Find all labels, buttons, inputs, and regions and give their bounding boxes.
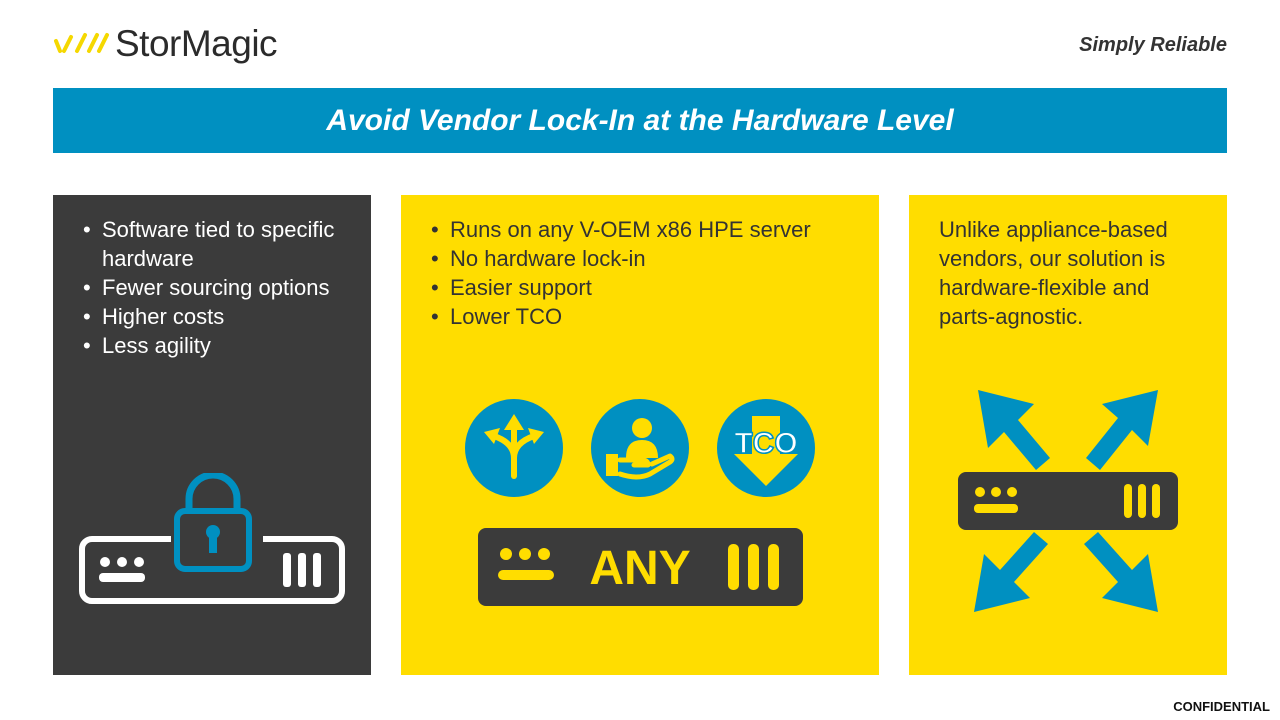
middle-panel: Runs on any V-OEM x86 HPE server No hard…: [401, 195, 879, 675]
tagline: Simply Reliable: [1079, 34, 1227, 56]
branching-arrows-icon: [465, 399, 563, 497]
right-panel: Unlike appliance-based vendors, our solu…: [909, 195, 1227, 675]
support-hand-icon: [591, 399, 689, 497]
locked-server-icon: [79, 473, 345, 604]
brand-logo: StorMagic: [53, 22, 278, 66]
tco-label: TCO: [734, 427, 797, 460]
title-bar: Avoid Vendor Lock-In at the Hardware Lev…: [53, 88, 1227, 153]
expanding-server-icon: [958, 390, 1178, 612]
list-item: Less agility: [83, 331, 371, 360]
confidential-label: CONFIDENTIAL: [1173, 699, 1270, 714]
brand-name: StorMagic: [115, 23, 278, 64]
list-item: Software tied to specific hardware: [83, 215, 371, 273]
list-item: No hardware lock-in: [431, 244, 879, 273]
list-item: Higher costs: [83, 302, 371, 331]
middle-bullet-list: Runs on any V-OEM x86 HPE server No hard…: [401, 195, 879, 331]
brand-slashes-icon: [54, 33, 109, 53]
list-item: Easier support: [431, 273, 879, 302]
list-item: Lower TCO: [431, 302, 879, 331]
left-bullet-list: Software tied to specific hardware Fewer…: [53, 195, 371, 360]
any-server-icon: ANY: [478, 528, 803, 606]
any-label: ANY: [589, 542, 690, 595]
tco-down-icon: TCO: [717, 399, 815, 497]
left-panel: Software tied to specific hardware Fewer…: [53, 195, 371, 675]
list-item: Runs on any V-OEM x86 HPE server: [431, 215, 879, 244]
slide-title: Avoid Vendor Lock-In at the Hardware Lev…: [326, 103, 954, 137]
right-panel-text: Unlike appliance-based vendors, our solu…: [939, 217, 1168, 329]
list-item: Fewer sourcing options: [83, 273, 371, 302]
